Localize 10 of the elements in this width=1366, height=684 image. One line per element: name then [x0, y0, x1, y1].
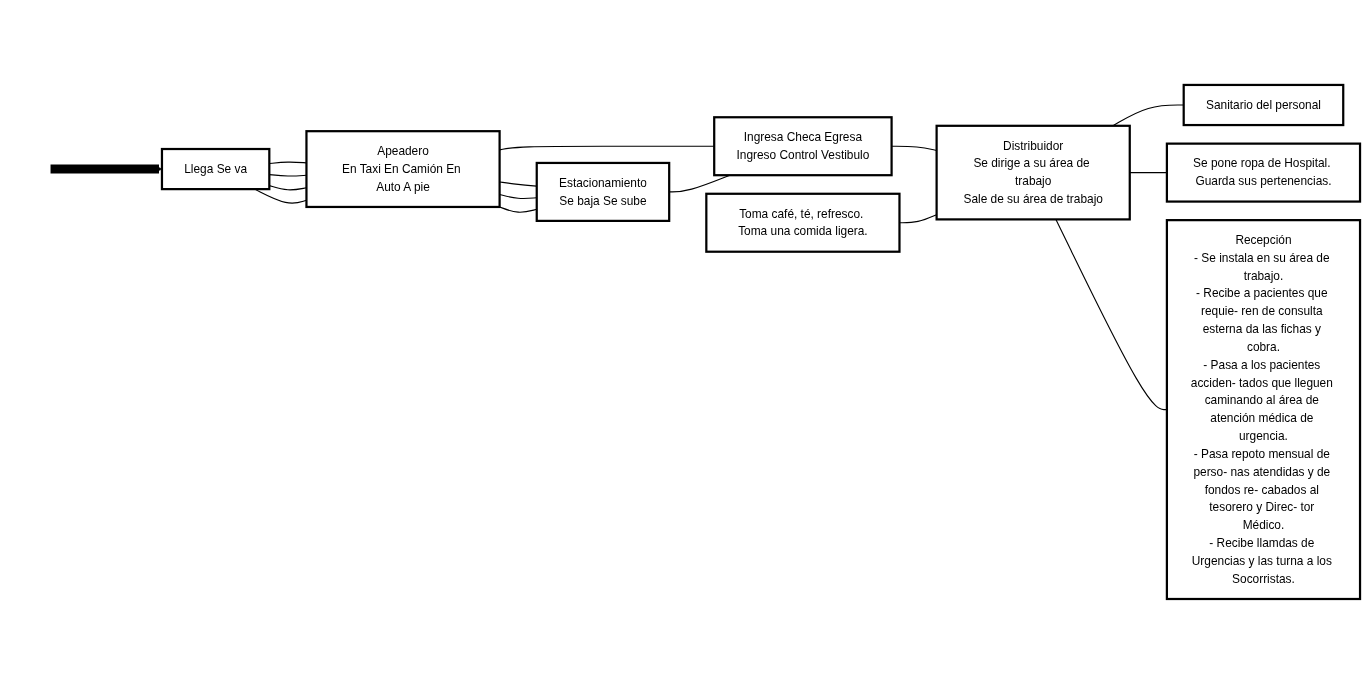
node-box: Estacionamiento Se baja Se sube: [535, 161, 671, 223]
node-box: Distribuidor Se dirige a su área de trabajo Sale de su área de trabajo: [935, 124, 1131, 221]
node-box: Toma café, té, refresco. Toma una comida ligera.: [705, 192, 901, 253]
node-box: Ingresa Checa Egresa Ingreso Control Vestibulo: [713, 116, 893, 177]
node-box: Se pone ropa de Hospital. Guarda sus pertenencias.: [1165, 142, 1362, 203]
node-box: Recepción - Se instala en su área de trabajo. - Recibe a pacientes que requie- ren de consulta esterna da las fichas y cobra. - Pasa a los pacientes acciden- tados que lleguen caminando al área de atención médica de urgencia. - Pasa repoto mensual de perso- nas atendidas y de fondos re- cabados al tesorero y Direc- tor Médico. - Recibe llamdas de Urgencias y las turna a los Socorristas.: [1165, 219, 1362, 601]
node-box: Llega Se va: [160, 147, 271, 191]
connector: [499, 145, 715, 151]
node-box: Apeadero En Taxi En Camión En Auto A pie: [305, 130, 501, 209]
node-box: Sanitario del personal: [1182, 83, 1345, 127]
